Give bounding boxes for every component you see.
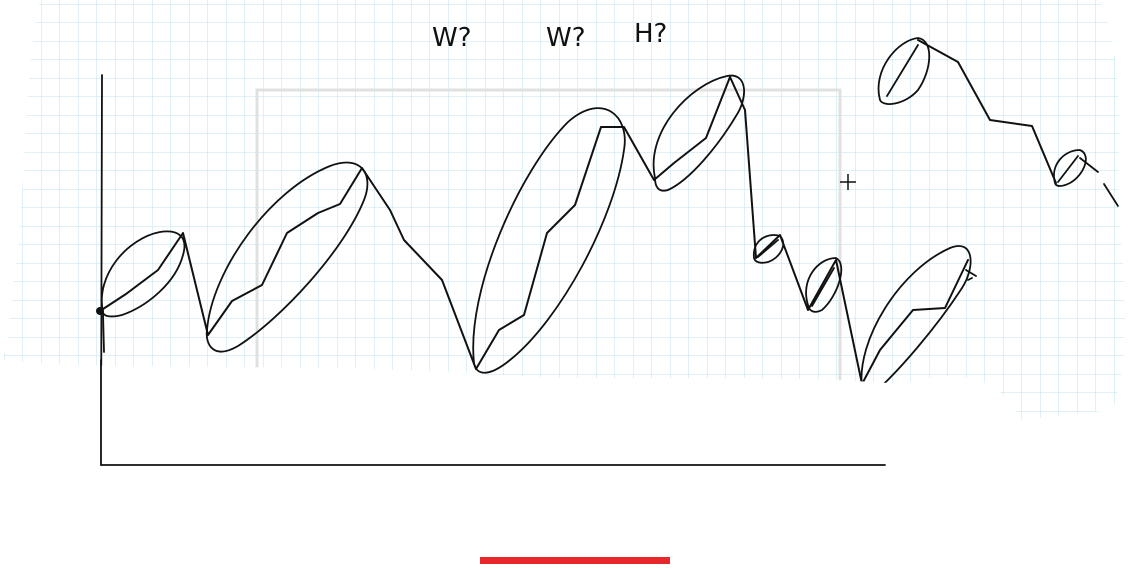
wave-tail-dash-2 [1103, 183, 1119, 207]
red-bar-visible [480, 557, 670, 564]
wave-oval-1 [100, 230, 186, 318]
torn-paper-right [1100, 0, 1137, 430]
inner-line-6 [811, 267, 835, 307]
wave-oval-6 [805, 257, 843, 313]
wave-oval-5 [753, 234, 785, 264]
label-h-question: H? [634, 19, 667, 49]
wave-oval-4 [652, 74, 745, 192]
origin-tick [102, 312, 105, 353]
crosshair-icon [840, 174, 856, 190]
wave-oval-3 [472, 107, 626, 374]
price-wave [99, 76, 969, 385]
wave-continuation [917, 39, 1057, 184]
inner-line-8 [886, 44, 919, 97]
wave-oval-8 [877, 37, 931, 105]
torn-paper-left [0, 0, 40, 360]
wave-oval-9 [1053, 149, 1087, 187]
inner-line-9 [1057, 155, 1079, 183]
annotation-mark-2 [965, 269, 977, 281]
inner-line-5 [757, 239, 779, 258]
wave-tail-dash-1 [1079, 157, 1099, 173]
wave-oval-2 [205, 161, 369, 353]
label-w-question-2: W? [546, 23, 586, 53]
label-w-question-1: W? [432, 23, 472, 53]
